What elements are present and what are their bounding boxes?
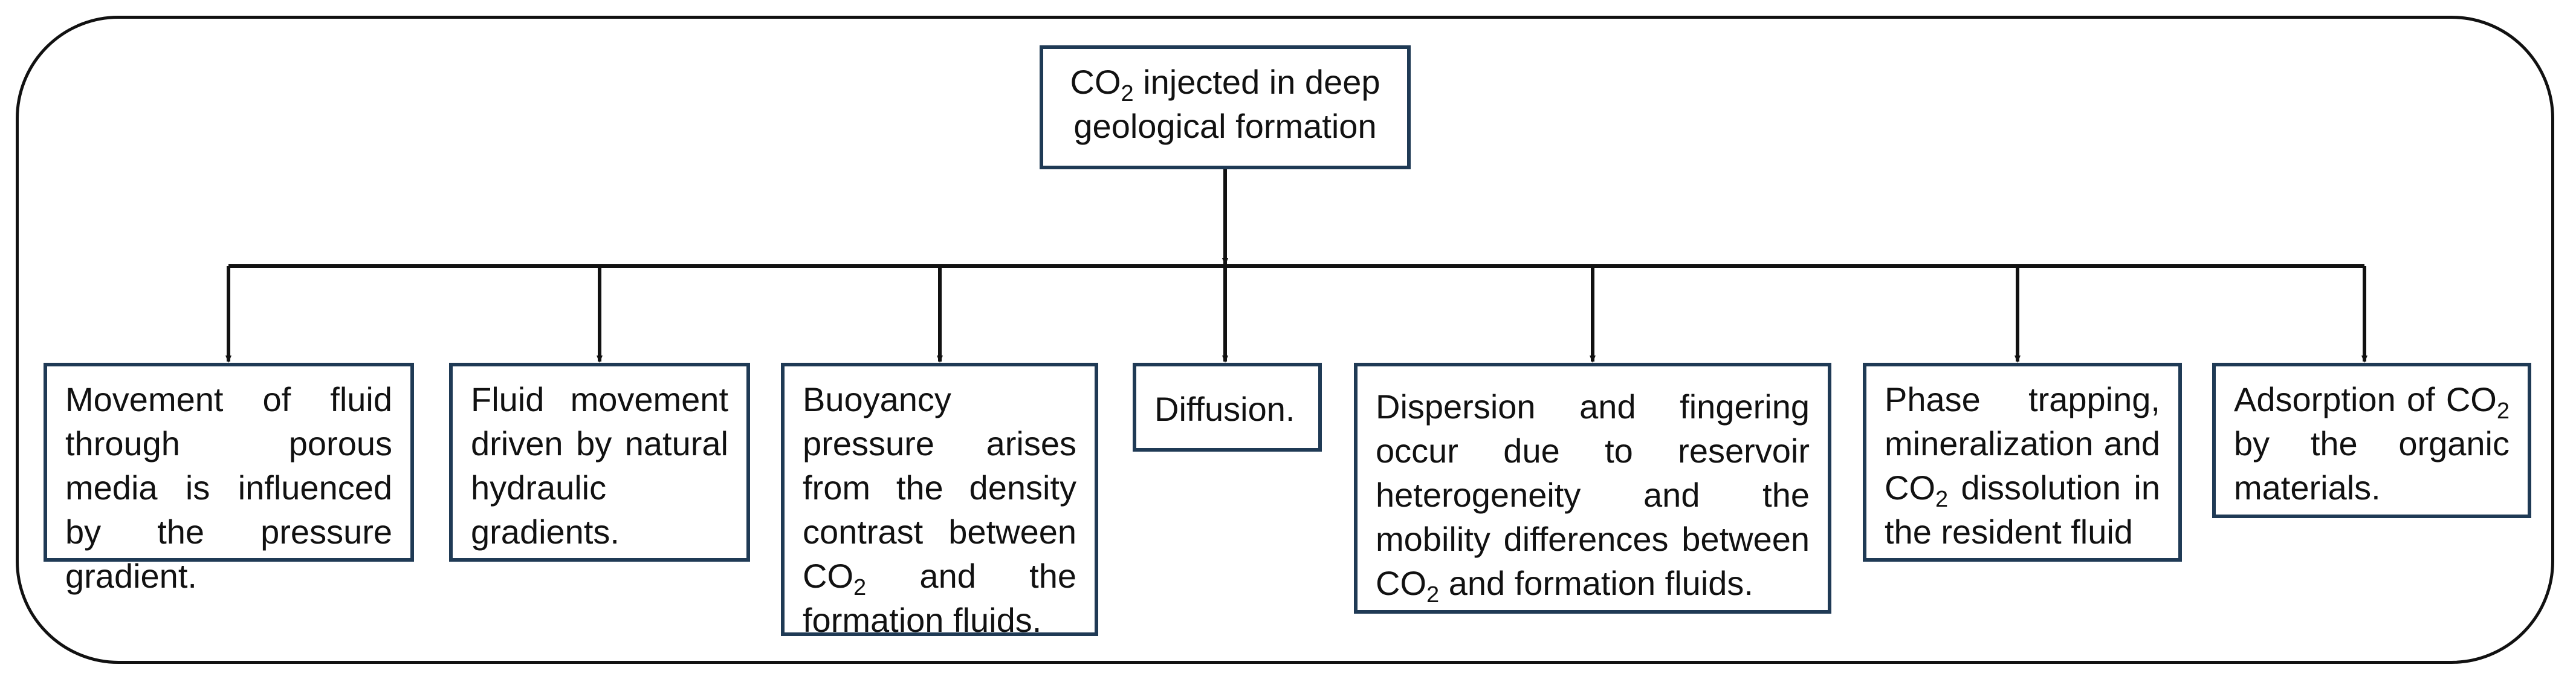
child-node-adsorption: Adsorption of CO2 by the organic materia…	[2212, 363, 2531, 518]
child-node-text: Phase trapping, mineralization and CO2 d…	[1885, 377, 2160, 554]
child-text-post: and formation fluids.	[1439, 564, 1753, 602]
child-node-phase-trapping: Phase trapping, mineralization and CO2 d…	[1863, 363, 2182, 562]
child-text-sub: 2	[1935, 487, 1949, 512]
outer-frame	[16, 16, 2554, 664]
root-text-post: injected in deep geological formation	[1073, 63, 1380, 145]
child-text-post: by the organic materials.	[2234, 424, 2510, 507]
child-text-pre: Fluid movement driven by natural hydraul…	[471, 380, 728, 551]
child-node-hydraulic-gradients: Fluid movement driven by natural hydraul…	[449, 363, 750, 562]
child-text-pre: Buoyancy pressure arises from the densit…	[803, 380, 1076, 595]
child-text-pre: Dispersion and fingering occur due to re…	[1376, 388, 1810, 602]
root-node-text: CO2 injected in deep geological formatio…	[1055, 60, 1395, 148]
child-text-sub: 2	[1426, 582, 1440, 608]
child-text-post: dissolution in the resident fluid	[1885, 469, 2160, 551]
child-node-text: Dispersion and fingering occur due to re…	[1376, 385, 1810, 608]
child-node-dispersion: Dispersion and fingering occur due to re…	[1354, 363, 1831, 614]
child-node-text: Diffusion.	[1154, 387, 1300, 431]
child-node-diffusion: Diffusion.	[1133, 363, 1322, 452]
child-node-text: Adsorption of CO2 by the organic materia…	[2234, 377, 2510, 510]
root-node: CO2 injected in deep geological formatio…	[1040, 45, 1411, 169]
child-node-text: Fluid movement driven by natural hydraul…	[471, 377, 728, 554]
child-text-sub: 2	[2496, 398, 2510, 424]
child-text-post: and the formation fluids.	[803, 557, 1076, 639]
child-text-pre: Movement of fluid through porous media i…	[65, 380, 392, 595]
child-text-pre: Phase trapping, mineralization and CO	[1885, 380, 2160, 507]
child-node-pressure-gradient: Movement of fluid through porous media i…	[44, 363, 414, 595]
child-text-pre: Diffusion.	[1154, 390, 1295, 428]
root-text-sub: 2	[1121, 81, 1134, 106]
child-node-text: Movement of fluid through porous media i…	[65, 377, 392, 598]
child-text-sub: 2	[853, 575, 867, 600]
child-node-text: Buoyancy pressure arises from the densit…	[803, 377, 1076, 642]
root-text-pre: CO	[1070, 63, 1121, 101]
child-text-pre: Adsorption of CO	[2234, 380, 2497, 418]
child-node-buoyancy: Buoyancy pressure arises from the densit…	[781, 363, 1098, 639]
